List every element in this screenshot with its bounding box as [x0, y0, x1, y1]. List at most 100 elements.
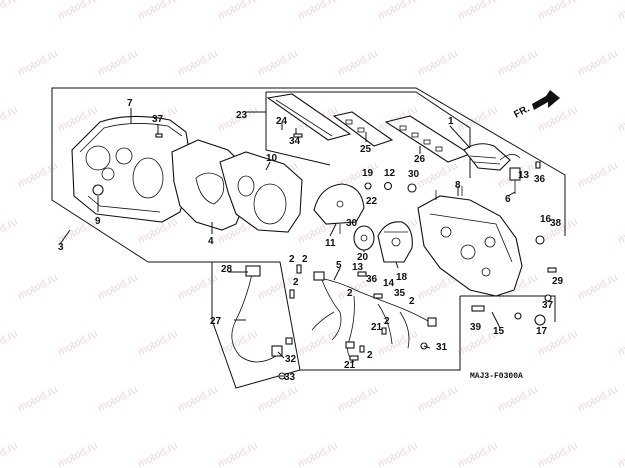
wire-harness [311, 271, 437, 363]
watermark-text: motod.ru [576, 48, 620, 79]
callout-11: 11 [325, 238, 336, 249]
callout-2: 2 [293, 277, 299, 288]
watermark-text: motod.ru [536, 440, 580, 468]
watermark-text: motod.ru [176, 48, 220, 79]
frame-segment [460, 295, 556, 322]
watermark-text: motod.ru [616, 440, 625, 468]
watermark-text: motod.ru [616, 328, 625, 359]
watermark-text: motod.ru [176, 384, 220, 415]
watermark-text: motod.ru [56, 328, 100, 359]
watermark-text: motod.ru [56, 440, 100, 468]
indicator-strip-25 [332, 111, 394, 147]
watermark-text: motod.ru [296, 0, 340, 23]
watermark-text: motod.ru [456, 0, 500, 23]
speedometer-cable [231, 265, 283, 363]
watermark-text: motod.ru [416, 48, 460, 79]
diagram-code: MAJ3-F0300A [470, 372, 523, 381]
watermark-text: motod.ru [496, 48, 540, 79]
watermark-text: motod.ru [136, 328, 180, 359]
watermark-text: motod.ru [136, 440, 180, 468]
callout-15: 15 [493, 326, 505, 337]
watermark-text: motod.ru [16, 48, 60, 79]
watermark-text: motod.ru [136, 0, 180, 23]
watermark-text: motod.ru [576, 272, 620, 303]
watermark-text: motod.ru [416, 384, 460, 415]
watermark-text: motod.ru [0, 104, 20, 135]
callout-27: 27 [210, 316, 222, 327]
watermark-text: motod.ru [296, 328, 340, 359]
callout-21: 21 [371, 322, 383, 333]
meter-visor [71, 115, 193, 223]
callout-30: 30 [408, 169, 420, 180]
watermark-text: motod.ru [456, 440, 500, 468]
callout-23: 23 [236, 110, 248, 121]
callout-6: 6 [505, 194, 511, 205]
direction-arrow-icon [532, 90, 560, 110]
callout-18: 18 [396, 272, 408, 283]
callout-17: 17 [536, 326, 548, 337]
watermark-text: motod.ru [0, 440, 20, 468]
callout-3: 3 [58, 242, 64, 253]
meter-housing [417, 186, 523, 297]
fastener-group [92, 133, 557, 380]
callout-16: 16 [540, 214, 552, 225]
callout-31: 31 [436, 342, 448, 353]
callout-37: 37 [542, 300, 554, 311]
watermark-text: motod.ru [16, 384, 60, 415]
watermark-text: motod.ru [376, 0, 420, 23]
watermark-text: motod.ru [0, 216, 20, 247]
callout-5: 5 [336, 260, 342, 271]
direction-label: FR. [512, 103, 532, 120]
callout-2: 2 [367, 350, 373, 361]
watermark-text: motod.ru [216, 0, 260, 23]
watermark-text: motod.ru [536, 104, 580, 135]
watermark-text: motod.ru [376, 440, 420, 468]
callout-36: 36 [534, 174, 546, 185]
watermark-text: motod.ru [496, 384, 540, 415]
watermark-text: motod.ru [296, 440, 340, 468]
callout-29: 29 [552, 276, 564, 287]
watermark-text: motod.ru [576, 160, 620, 191]
watermark-text: motod.ru [96, 272, 140, 303]
connector [499, 154, 521, 194]
watermark-text: motod.ru [576, 384, 620, 415]
callout-13: 13 [518, 170, 530, 181]
callout-33: 33 [284, 372, 296, 383]
watermark-text: motod.ru [96, 384, 140, 415]
callout-7: 7 [127, 98, 133, 109]
callout-9: 9 [95, 216, 101, 227]
callout-2: 2 [347, 288, 353, 299]
bulb-socket-group [463, 143, 511, 171]
watermark-text: motod.ru [0, 0, 20, 23]
leader-lines [59, 108, 516, 377]
assembly-frame [51, 87, 566, 263]
callout-2: 2 [289, 254, 295, 265]
callout-1: 1 [448, 116, 454, 127]
callout-35: 35 [394, 288, 406, 299]
gauge-11 [313, 183, 365, 234]
callout-10: 10 [266, 153, 278, 164]
indicator-strip-24 [266, 93, 352, 141]
watermark-text: motod.ru [336, 384, 380, 415]
callout-2: 2 [384, 316, 390, 327]
watermark-text: motod.ru [176, 272, 220, 303]
callout-2: 2 [302, 254, 308, 265]
callout-30: 30 [346, 218, 358, 229]
callout-2: 2 [409, 296, 415, 307]
watermark-text: motod.ru [216, 440, 260, 468]
callout-36: 36 [366, 274, 378, 285]
callout-20: 20 [357, 252, 369, 263]
watermark-text: motod.ru [616, 0, 625, 23]
callout-4: 4 [208, 236, 214, 247]
frame-segment [300, 296, 461, 371]
callout-24: 24 [276, 116, 288, 127]
watermark-text: motod.ru [616, 104, 625, 135]
callout-34: 34 [289, 136, 301, 147]
watermark-text: motod.ru [96, 48, 140, 79]
watermark-text: motod.ru [0, 328, 20, 359]
callout-37: 37 [152, 114, 164, 125]
callout-28: 28 [221, 264, 233, 275]
